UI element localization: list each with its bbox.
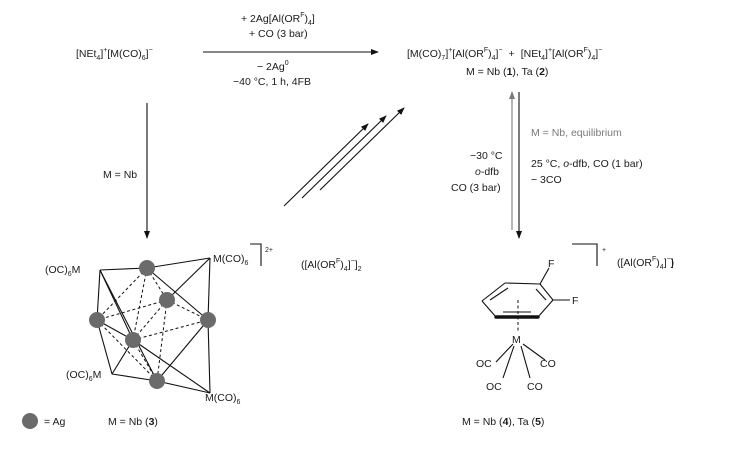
ag-atom (139, 260, 155, 276)
arene-charge: + (602, 247, 606, 254)
arene-counterion: ([Al(ORF)4]−]) (617, 256, 674, 271)
left-condition: M = Nb (103, 169, 137, 181)
cluster-mco6-top-right: M(CO)6 (213, 253, 249, 267)
cluster-charge-bracket (250, 243, 262, 266)
cluster-charge: 2+ (265, 247, 273, 254)
ag-atom (125, 332, 141, 348)
arene-complex (481, 267, 570, 379)
product-identity-line: M = Nb (1), Ta (2) (466, 66, 548, 78)
metal-center: M (512, 334, 521, 346)
arene-charge-bracket (572, 243, 598, 266)
cluster-oc6m-top-left: (OC)6M (45, 264, 80, 278)
ag-atom (159, 292, 175, 308)
down-condition-1: −30 °C (470, 150, 503, 162)
compound-4-5-label: M = Nb (4), Ta (5) (462, 416, 544, 428)
up-condition-1: 25 °C, o-dfb, CO (1 bar) (531, 158, 643, 170)
conditions-line: −40 °C, 1 h, 4FB (233, 76, 311, 88)
carbonyl-left-lower: OC (486, 381, 502, 393)
up-condition-2: − 3CO (531, 174, 562, 186)
carbonyl-right-upper: CO (540, 358, 556, 370)
ag-legend-dot (22, 413, 38, 429)
down-condition-3: CO (3 bar) (451, 182, 501, 194)
diagonal-arrow-3 (319, 107, 405, 191)
carbonyl-left-upper: OC (476, 358, 492, 370)
starting-material: [NEt4]+[M(CO)6]− (76, 47, 153, 62)
down-condition-2: o-dfb (475, 166, 499, 178)
equilibrium-note: M = Nb, equilibrium (531, 127, 622, 139)
silver-cluster (89, 257, 216, 394)
ag-legend-text: = Ag (44, 416, 65, 428)
ag-atom (149, 373, 165, 389)
product-line: [M(CO)7]+[Al(ORF)4]−+[NEt4]+[Al(ORF)4]− (407, 47, 602, 62)
ag-atom (200, 312, 216, 328)
fluorine-1: F (548, 258, 554, 270)
cluster-counterion: ([Al(ORF)4]−]2 (301, 258, 362, 273)
diagonal-arrow-2 (301, 115, 387, 199)
cluster-mco6-bottom-right: M(CO)6 (205, 392, 241, 406)
reagent-line-2: + CO (3 bar) (249, 28, 308, 40)
compound-3-label: M = Nb (3) (108, 416, 158, 428)
carbonyl-right-lower: CO (527, 381, 543, 393)
cluster-oc6m-bottom-left: (OC)6M (66, 369, 101, 383)
byproduct-line: − 2Ag0 (257, 60, 289, 73)
diagonal-arrow-1 (283, 123, 369, 207)
fluorine-2: F (572, 295, 578, 307)
reagent-line-1: + 2Ag[Al(ORF)4] (241, 12, 315, 27)
ag-atom (89, 312, 105, 328)
